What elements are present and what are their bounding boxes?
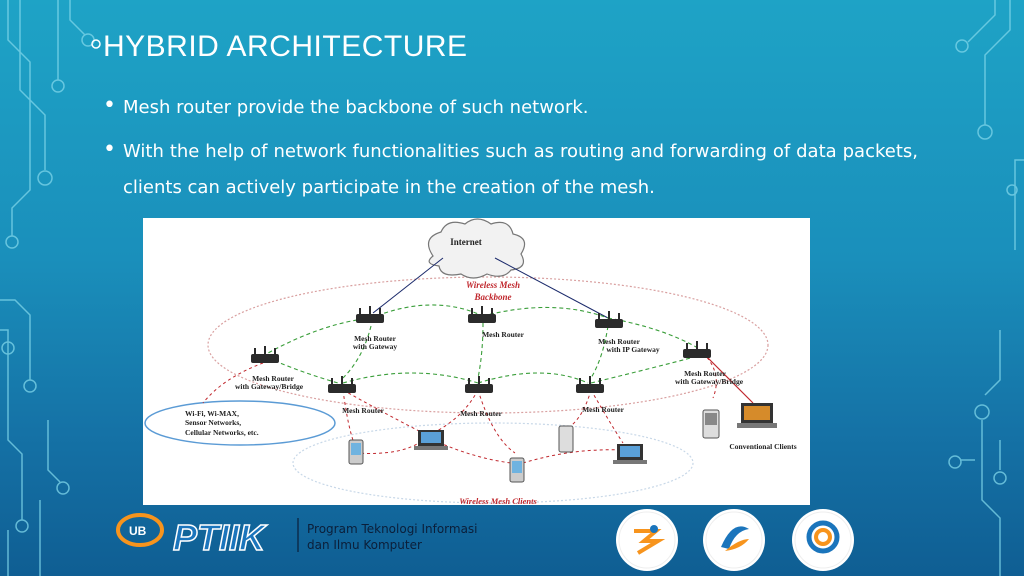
informatika-logo-icon	[618, 511, 676, 569]
hybrid-mesh-diagram: Internet Wireless Mesh Backbone	[143, 218, 810, 506]
laptop-icon	[414, 403, 777, 464]
informatika-badge	[616, 509, 678, 571]
router-label: Mesh Router	[598, 337, 641, 346]
ptiik-line: Program Teknologi Informasi	[307, 522, 478, 536]
router-label: with IP Gateway	[606, 345, 660, 354]
router-label: Mesh Router	[582, 405, 625, 414]
ub-text: UB	[129, 524, 147, 538]
ptiik-wordmark: PTIIK	[173, 517, 268, 558]
ptiik-logo: UB PTIIK	[116, 513, 299, 559]
teknik-komputer-badge	[792, 509, 854, 571]
sistem-informasi-badge	[703, 509, 765, 571]
router-label: Mesh Router	[342, 406, 385, 415]
pda-icon	[348, 409, 720, 483]
router-label: with Gateway/Bridge	[235, 382, 304, 391]
router-label: Mesh Router	[252, 374, 295, 383]
conventional-clients-label: Conventional Clients	[729, 442, 796, 451]
internet-label: Internet	[450, 237, 482, 247]
network-type-label: Cellular Networks, etc.	[185, 428, 259, 437]
router-label: with Gateway	[353, 342, 398, 351]
router-label: Mesh Router	[354, 334, 397, 343]
internet-cloud-icon	[427, 218, 526, 279]
network-type-label: Sensor Networks,	[185, 418, 241, 427]
slide-title: HYBRID ARCHITECTURE	[103, 30, 468, 63]
router-label: Mesh Router	[460, 409, 503, 418]
bullet-list: Mesh router provide the backbone of such…	[103, 88, 918, 214]
backbone-label: Wireless Mesh	[466, 280, 520, 290]
router-label: Mesh Router	[684, 369, 727, 378]
sistem-informasi-logo-icon	[705, 511, 763, 569]
backbone-label: Backbone	[474, 292, 512, 302]
bullet-item: Mesh router provide the backbone of such…	[103, 88, 918, 126]
mesh-router-icon	[251, 306, 711, 393]
bullet-item: With the help of network functionalities…	[103, 132, 918, 206]
router-label: Mesh Router	[482, 330, 525, 339]
router-label: with Gateway/Bridge	[675, 377, 744, 386]
network-type-label: Wi-Fi, Wi-MAX,	[185, 409, 239, 418]
ptiik-line: dan Ilmu Komputer	[307, 538, 422, 552]
mesh-clients-label: Wireless Mesh Clients	[459, 496, 537, 505]
teknik-komputer-logo-icon	[794, 511, 852, 569]
